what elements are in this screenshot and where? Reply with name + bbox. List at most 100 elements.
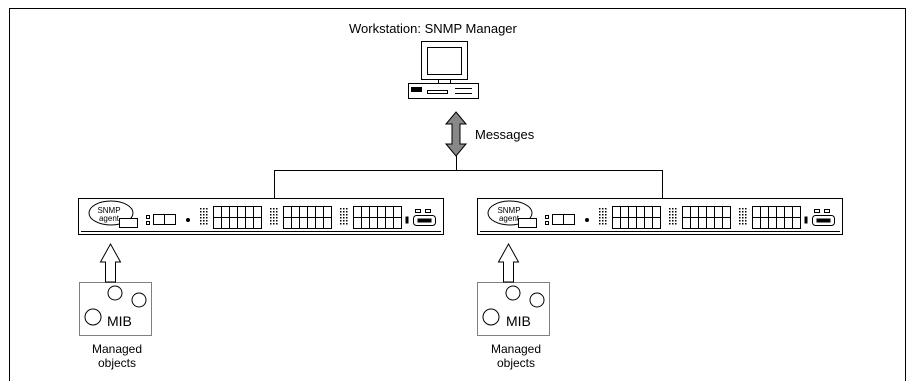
port-led-dot <box>276 220 278 222</box>
port-led-dot <box>745 217 747 219</box>
messages-label: Messages <box>475 127 535 142</box>
port-led-dot <box>343 217 345 219</box>
mib-label-1: MIB <box>107 313 132 329</box>
port-led-dot <box>200 220 202 222</box>
port-led-dot <box>206 223 208 225</box>
workstation-title: Workstation: SNMP Manager <box>349 21 517 36</box>
port-led-dot <box>602 217 604 219</box>
port-led-dot <box>605 211 607 213</box>
port-led-dot <box>742 211 744 213</box>
port-led-dot <box>669 217 671 219</box>
port-led-dot <box>745 214 747 216</box>
port-led-dot <box>672 220 674 222</box>
port-led-dot <box>605 208 607 210</box>
port-led-dot <box>340 214 342 216</box>
port-led-dot <box>270 214 272 216</box>
port-led-dot <box>346 211 348 213</box>
upward-arrow-2 <box>497 242 520 283</box>
port-led-dot <box>203 220 205 222</box>
mib-box-2 <box>477 282 550 336</box>
console-led <box>824 209 830 213</box>
upward-arrow-1 <box>99 242 122 283</box>
console-pins <box>417 218 432 223</box>
port-led-dot <box>346 220 348 222</box>
port-led-dot <box>273 223 275 225</box>
port-led-dot <box>675 223 677 225</box>
snmp-agent-label-1-line2: agent <box>98 214 120 223</box>
messages-double-arrow <box>444 111 468 157</box>
port-led-dot <box>675 211 677 213</box>
port-led-dot <box>599 208 601 210</box>
port-led-dot <box>276 208 278 210</box>
snmp-agent-label-1: SNMP <box>97 206 121 215</box>
port-led-dot <box>742 217 744 219</box>
port-led-dot <box>675 208 677 210</box>
port-led-dot <box>343 220 345 222</box>
port-led-dot <box>273 220 275 222</box>
port-led-dot <box>273 214 275 216</box>
port-led-dot <box>605 223 607 225</box>
port-led-dot <box>346 214 348 216</box>
port-led-dot <box>742 208 744 210</box>
port-led-dot <box>340 208 342 210</box>
network-links <box>274 156 663 198</box>
port-led-dot <box>270 223 272 225</box>
port-led-dot <box>206 217 208 219</box>
status-indicator <box>146 221 150 225</box>
port-led-dot <box>675 220 677 222</box>
port-led-dot <box>739 217 741 219</box>
diagram-border <box>9 8 906 381</box>
uplink-port <box>119 218 138 228</box>
port-led-dot <box>672 217 674 219</box>
port-led-dot <box>672 211 674 213</box>
status-led <box>186 218 190 222</box>
port-led-dot <box>599 211 601 213</box>
port-led-dot <box>669 208 671 210</box>
port-led-dot <box>200 223 202 225</box>
port-led-dot <box>745 220 747 222</box>
port-led-dot <box>343 208 345 210</box>
port-led-dot <box>206 211 208 213</box>
port-led-dot <box>276 211 278 213</box>
lock-icon <box>405 216 409 224</box>
port-led-dot <box>200 211 202 213</box>
snmp-agent-label-2-line2: agent <box>498 214 520 223</box>
port-led-dot <box>276 214 278 216</box>
port-led-dot <box>672 214 674 216</box>
port-led-dot <box>203 208 205 210</box>
port-led-dot <box>602 208 604 210</box>
port-led-dot <box>346 208 348 210</box>
port-led-dot <box>343 214 345 216</box>
port-led-dot <box>273 208 275 210</box>
port-led-dot <box>273 211 275 213</box>
status-indicator <box>545 221 549 225</box>
port-led-dot <box>739 214 741 216</box>
port-led-dot <box>206 208 208 210</box>
status-led <box>585 218 589 222</box>
port-led-dot <box>669 214 671 216</box>
port-led-dot <box>203 217 205 219</box>
port-led-dot <box>343 211 345 213</box>
port-led-dot <box>273 217 275 219</box>
lock-icon <box>804 216 808 224</box>
port-led-dot <box>599 220 601 222</box>
managed-objects-label-2: Managed <box>490 342 542 356</box>
status-indicator <box>146 215 150 219</box>
port-led-dot <box>675 214 677 216</box>
port-led-dot <box>605 217 607 219</box>
snmp-agent-label-2: SNMP <box>497 206 521 215</box>
port-led-dot <box>346 217 348 219</box>
port-led-dot <box>206 214 208 216</box>
mib-label-2: MIB <box>506 313 531 329</box>
port-led-dot <box>672 208 674 210</box>
port-led-dot <box>203 214 205 216</box>
port-led-dot <box>343 223 345 225</box>
port-led-dot <box>206 220 208 222</box>
port-led-dot <box>739 223 741 225</box>
status-indicator <box>545 215 549 219</box>
port-led-dot <box>270 211 272 213</box>
port-led-dot <box>602 214 604 216</box>
port-led-dot <box>742 220 744 222</box>
switch-device-1 <box>78 198 444 235</box>
